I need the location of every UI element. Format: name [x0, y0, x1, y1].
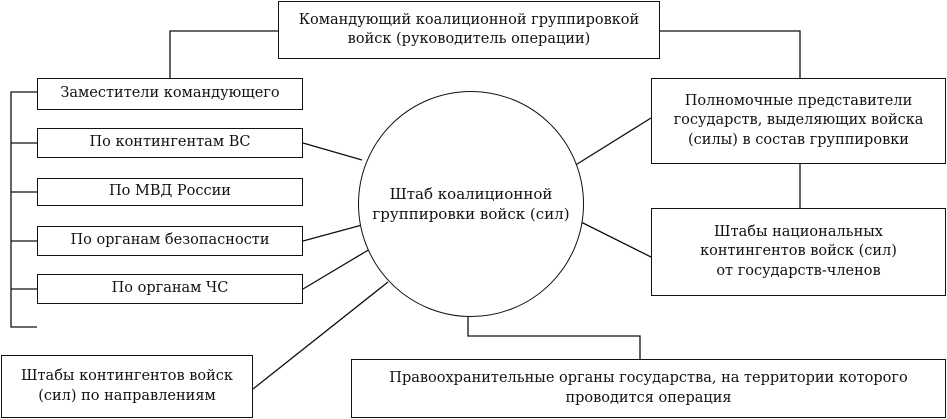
connector-center-law: [467, 317, 641, 359]
connector-representatives-center: [573, 117, 652, 167]
connector-emergency-center: [302, 248, 371, 290]
connector-armed-center: [302, 142, 363, 161]
commander-label: Командующий коалиционной группировкой во…: [298, 11, 640, 47]
coalition-hq-circle: Штаб коалиционной группировки войск (сил…: [358, 91, 584, 317]
deputy-mvd-box: По МВД России: [37, 178, 303, 206]
deputy-armed-forces-box: По контингентам ВС: [37, 128, 303, 158]
deputy-mvd-label: По МВД России: [109, 183, 231, 200]
connector-security-center: [302, 224, 363, 242]
deputy-emergency-box: По органам ЧС: [37, 274, 303, 304]
law-enforcement-label: Правоохранительные органы государства, н…: [389, 370, 908, 406]
national-hq-box: Штабы национальных контингентов войск (с…: [651, 208, 946, 296]
national-hq-label: Штабы национальных контингентов войск (с…: [700, 224, 897, 279]
connector-commander-deputies: [169, 30, 278, 78]
connector-directional-center: [252, 281, 389, 390]
connector-deputies-bus: [10, 91, 37, 328]
directional-hq-box: Штабы контингентов войск (сил) по направ…: [1, 355, 253, 418]
connector-commander-representatives: [660, 30, 801, 78]
deputies-box: Заместители командующего: [37, 78, 303, 110]
representatives-label: Полномочные представители государств, вы…: [673, 93, 924, 148]
connector-national-center: [578, 220, 652, 258]
commander-box: Командующий коалиционной группировкой во…: [278, 1, 660, 59]
coalition-hq-label: Штаб коалиционной группировки войск (сил…: [372, 184, 570, 223]
representatives-box: Полномочные представители государств, вы…: [651, 78, 946, 164]
law-enforcement-box: Правоохранительные органы государства, н…: [351, 359, 946, 418]
deputy-security-label: По органам безопасности: [70, 232, 270, 249]
deputy-emergency-label: По органам ЧС: [111, 280, 229, 297]
deputies-label: Заместители командующего: [60, 85, 280, 102]
deputy-security-box: По органам безопасности: [37, 226, 303, 256]
directional-hq-label: Штабы контингентов войск (сил) по направ…: [20, 368, 233, 404]
deputy-armed-forces-label: По контингентам ВС: [89, 134, 251, 151]
